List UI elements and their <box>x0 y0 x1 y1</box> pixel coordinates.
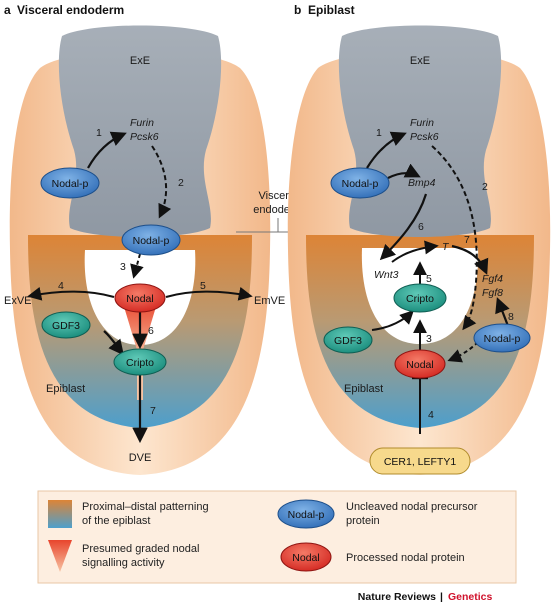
panel-a-gdf3: GDF3 <box>52 320 80 332</box>
panel-a-arrow-4 <box>27 286 115 301</box>
panel-b-nodal-p-top: Nodal-p <box>342 178 379 190</box>
panel-b-exe-label: ExE <box>410 55 430 67</box>
panel-b-cripto: Cripto <box>406 293 434 305</box>
panel-b-letter: b <box>294 3 301 17</box>
panel-a-nodal: Nodal <box>126 293 153 305</box>
legend-nodal-oval <box>280 542 332 572</box>
panel-b-gdf3: GDF3 <box>334 335 362 347</box>
panel-b-nodal-p-right-oval <box>473 323 531 353</box>
panel-b-gdf3-oval <box>323 326 373 354</box>
panel-b-step-6: 6 <box>418 221 424 233</box>
panel-b-title: Epiblast <box>308 3 355 17</box>
panel-b-fgf8: Fgf8 <box>482 287 503 299</box>
panel-a-exve: ExVE <box>4 295 32 307</box>
panel-b-arrow-wnt3-t <box>391 240 439 263</box>
legend-cone-line-2: signalling activity <box>82 557 165 569</box>
panel-b-arrow-bmp4 <box>387 163 421 179</box>
footer: Nature Reviews | Genetics <box>358 591 493 603</box>
panel-a-step-1: 1 <box>96 127 102 139</box>
panel-a-letter: a <box>4 3 11 17</box>
panel-a-nodal-p-top: Nodal-p <box>52 178 89 190</box>
panel-a-arrow-gdf3 <box>103 330 124 356</box>
panel-a-nodal-p-top-oval <box>40 167 100 199</box>
legend-nodal-p-oval <box>277 499 335 529</box>
panel-b-nodal-p-top-oval <box>330 167 390 199</box>
panel-a-title: Visceral endoderm <box>17 3 124 17</box>
panel-b-step-1: 1 <box>376 127 382 139</box>
panel-b-arrow-6 <box>379 193 428 261</box>
panel-a-furin: Furin <box>130 117 154 129</box>
panel-a: a Visceral endoderm ExE 1 Furin Pcsk6 2 … <box>4 3 285 475</box>
panel-a-arrow-2 <box>151 145 172 219</box>
legend-box <box>37 490 517 584</box>
panel-b-step-7: 7 <box>464 234 470 246</box>
panel-b-step-3: 3 <box>426 333 432 345</box>
panel-a-cripto: Cripto <box>126 357 154 369</box>
panel-a-step-2: 2 <box>178 177 184 189</box>
panel-b-inhibitors: CER1, LEFTY1 <box>384 456 457 468</box>
middle-label-line-1: Visceral <box>259 190 298 202</box>
legend-gradient-line-2: of the epiblast <box>82 515 151 527</box>
panel-a-nodal-p-mid: Nodal-p <box>133 235 170 247</box>
panel-b-nodal-p-right: Nodal-p <box>484 333 521 345</box>
footer-journal: Nature Reviews <box>358 591 436 603</box>
panel-b-bmp4: Bmp4 <box>408 177 436 189</box>
panel-a-nodal-oval <box>114 283 166 313</box>
panel-a-arrow-1 <box>87 131 127 169</box>
panel-b-arrow-7 <box>451 244 489 275</box>
legend-gradient-line-1: Proximal–distal patterning <box>82 501 209 513</box>
panel-b-arrow-8 <box>495 297 510 327</box>
panel-b-fgf4: Fgf4 <box>482 273 503 285</box>
panel-b-arrow-1 <box>366 131 407 169</box>
panel-b-furin: Furin <box>410 117 434 129</box>
panel-a-step-6: 6 <box>148 325 154 337</box>
panel-b-step-4: 4 <box>428 409 434 421</box>
legend-nodal-oval-text: Nodal <box>292 552 319 564</box>
panel-b-step-2: 2 <box>482 181 488 193</box>
panel-a-gdf3-oval <box>41 311 91 339</box>
panel-b-cripto-oval <box>393 283 447 313</box>
panel-a-exe-label: ExE <box>130 55 150 67</box>
panel-b-pcsk6: Pcsk6 <box>410 131 439 143</box>
panel-a-step-5: 5 <box>200 280 206 292</box>
panel-b-step-5: 5 <box>426 273 432 285</box>
panel-b-nodal: Nodal <box>406 359 433 371</box>
panel-a-pcsk6: Pcsk6 <box>130 131 159 143</box>
footer-subject: Genetics <box>448 591 493 603</box>
panel-b-epiblast-label: Epiblast <box>344 383 383 395</box>
footer-separator: | <box>440 591 443 603</box>
panel-a-nodal-p-mid-oval <box>121 224 181 256</box>
legend-nodal-p-oval-text: Nodal-p <box>288 509 325 521</box>
panel-a-cripto-oval <box>113 348 167 376</box>
panel-a-arrow-5 <box>165 286 253 301</box>
panel-b: b Epiblast ExE 1 Furin Pcsk6 Bmp4 2 6 Wn… <box>287 3 551 475</box>
panel-a-epiblast-label: Epiblast <box>46 383 85 395</box>
legend-cone-line-1: Presumed graded nodal <box>82 543 199 555</box>
legend-gradient-swatch <box>48 500 72 528</box>
panel-a-arrow-3 <box>130 253 144 279</box>
panel-a-step-4: 4 <box>58 280 64 292</box>
legend-nodal-line-1: Processed nodal protein <box>346 552 465 564</box>
panel-b-inhibitor-box <box>369 447 471 475</box>
panel-a-step-7: 7 <box>150 405 156 417</box>
panel-b-wnt3: Wnt3 <box>374 269 399 281</box>
panel-a-step-3: 3 <box>120 261 126 273</box>
legend-nodal-p-line-1: Uncleaved nodal precursor <box>346 501 478 513</box>
panel-b-step-8: 8 <box>508 311 514 323</box>
legend-nodal-p-line-2: protein <box>346 515 380 527</box>
legend-cone-swatch <box>48 540 72 572</box>
panel-a-dve: DVE <box>129 452 152 464</box>
panel-b-t: T <box>442 241 450 253</box>
legend: Proximal–distal patterning of the epibla… <box>37 490 517 584</box>
panel-a-emve: EmVE <box>254 295 285 307</box>
panel-b-arrow-gdf3 <box>371 310 414 331</box>
panel-b-nodal-oval <box>394 349 446 379</box>
